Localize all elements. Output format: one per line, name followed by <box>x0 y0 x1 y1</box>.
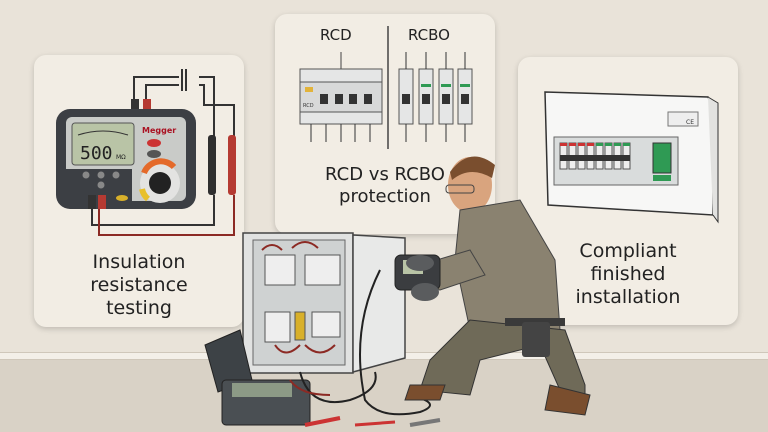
insulation-tester-icon: 500 MΩ Megger <box>56 69 236 236</box>
heading-rcd: RCD <box>320 26 352 44</box>
consumer-unit-icon: CE <box>544 91 719 224</box>
distribution-board-icon <box>242 232 406 374</box>
heading-rcbo: RCBO <box>408 26 450 44</box>
caption-insulation-testing: Insulation resistance testing <box>90 251 188 319</box>
floor <box>0 355 768 432</box>
test-kit-case-icon <box>204 329 311 426</box>
panel-compliant-installation: CE Compliant finished installation <box>518 57 738 325</box>
svg-text:RCD: RCD <box>303 103 314 109</box>
svg-text:CE: CE <box>686 119 694 126</box>
caption-compliant-installation: Compliant finished installation <box>575 240 681 308</box>
svg-text:500: 500 <box>80 143 113 164</box>
electrician-figure <box>394 156 591 416</box>
svg-text:Megger: Megger <box>142 126 176 135</box>
caption-rcd-vs-rcbo: RCD vs RCBO protection <box>325 164 445 207</box>
panel-insulation-testing: 500 MΩ Megger Insulation resistance test… <box>34 55 244 327</box>
svg-text:MΩ: MΩ <box>116 154 126 161</box>
rcd-rcbo-diagram: RCD <box>299 26 473 149</box>
